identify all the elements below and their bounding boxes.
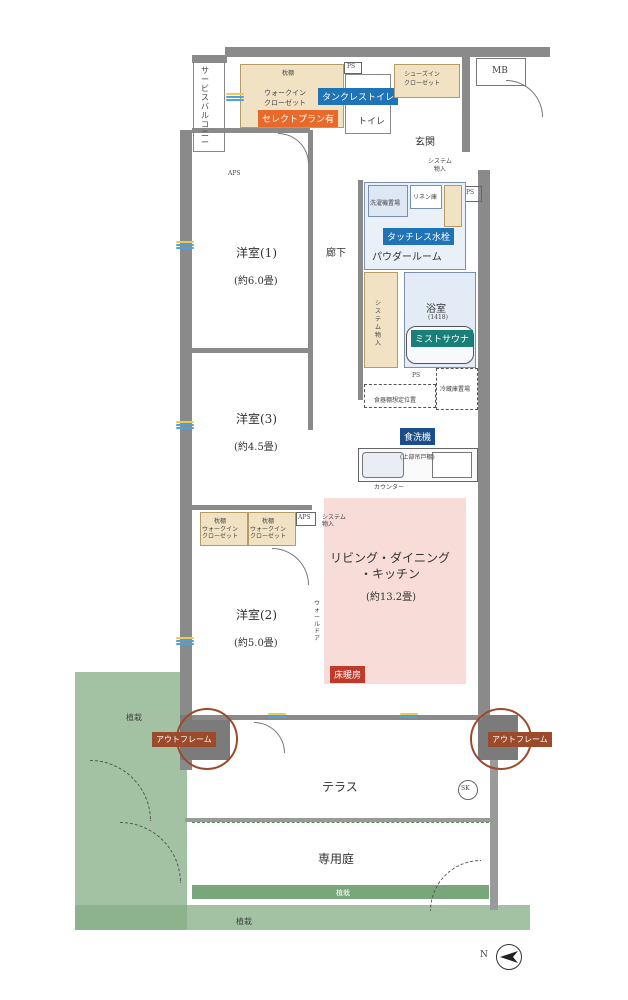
walk-in-closet-top-label: ウォークイン クローゼット	[264, 89, 306, 107]
private-garden-label: 専用庭	[318, 852, 355, 866]
airflow-icon-terrace-left	[268, 712, 286, 724]
ps-right-label: PS	[466, 189, 475, 196]
compass-icon	[496, 944, 522, 970]
aps-top-label: APS	[228, 170, 241, 177]
right-lower-wall	[490, 760, 498, 910]
entrance-label: 玄関	[415, 137, 435, 148]
laundry-label: 洗濯機置場	[370, 200, 401, 207]
western-room-3-label: 洋室(3)	[236, 412, 277, 426]
powder-room-label: パウダールーム	[372, 252, 442, 263]
cooktop	[432, 452, 472, 478]
western-room-2-size: (約5.0畳)	[234, 638, 278, 649]
wall-corridor-left	[308, 130, 313, 430]
outer-wall-left	[180, 130, 192, 770]
shelf-mid-label: 枕棚	[262, 518, 275, 525]
linen-closet-small	[444, 185, 462, 227]
wall-corridor-right	[358, 180, 363, 400]
linen-storage	[410, 185, 442, 209]
wall-room1-bottom	[192, 348, 312, 353]
outer-wall-right	[478, 170, 490, 730]
laundry-place	[368, 185, 408, 217]
system-storage-corridor-label: システム物入	[375, 300, 382, 347]
wall-top-rooms	[192, 128, 310, 133]
aps-mid-label: APS	[298, 514, 311, 521]
wall-ldk-bottom	[192, 715, 482, 720]
terrace-rail-bottom	[185, 818, 495, 822]
western-room-3-size: (約4.5畳)	[234, 442, 278, 453]
sk-label: SK	[461, 785, 470, 792]
north-label: N	[480, 950, 488, 960]
airflow-icon-room3	[176, 420, 194, 432]
mb-label: MB	[492, 66, 508, 76]
ldk-size: (約13.2畳)	[366, 592, 417, 603]
mist-sauna-badge: ミストサウナ	[411, 330, 474, 347]
door-room2	[272, 548, 309, 585]
shelf-label-top: 枕棚	[282, 70, 295, 77]
fridge-label: 冷蔵庫置場	[440, 386, 471, 393]
service-balcony-label: サービスバルコニー	[201, 66, 209, 147]
cupboard-place	[364, 384, 436, 408]
terrace-label: テラス	[322, 780, 358, 794]
airflow-icon-room2	[176, 636, 194, 648]
entrance-wall-right	[462, 57, 470, 152]
airflow-icon-closet	[226, 92, 244, 104]
ldk-label: リビング・ダイニング ・キッチン	[330, 551, 451, 581]
door-entrance	[506, 80, 543, 117]
tankless-toilet-badge: タンクレストイレ	[318, 88, 399, 105]
walk-in-closet-left	[200, 512, 248, 546]
ps-top	[344, 62, 362, 74]
garden-planting-strip	[192, 885, 489, 899]
toilet-label: トイレ	[358, 117, 386, 127]
aps-mid-box	[296, 512, 316, 526]
upper-cabinet-label: (上部吊戸棚)	[400, 454, 435, 461]
system-storage-ldk-label: システム 物入	[322, 514, 346, 528]
ps-top-label: PS	[347, 63, 356, 70]
airflow-icon-terrace-right	[400, 712, 418, 724]
dishwasher-badge: 食洗機	[400, 428, 436, 445]
planting-garden-label: 植栽	[336, 889, 350, 897]
outframe-left-badge: アウトフレーム	[152, 732, 216, 747]
service-balcony	[193, 62, 225, 152]
outframe-right-badge: アウトフレーム	[488, 732, 552, 747]
door-room1	[278, 133, 309, 164]
sk-fixture	[458, 780, 478, 800]
kitchen-sink	[362, 452, 404, 478]
shoes-in-closet	[394, 64, 460, 98]
touchless-faucet-badge: タッチレス水栓	[383, 228, 455, 245]
bath-label: 浴室	[426, 304, 446, 315]
service-balcony-wall	[192, 55, 227, 63]
airflow-icon-room1	[176, 240, 194, 252]
walk-in-closet-left-label: ウォークイン クローゼット	[202, 526, 239, 540]
mb-box	[476, 58, 526, 86]
linen-label: リネン庫	[413, 194, 438, 201]
shelf-left-label: 枕棚	[214, 518, 227, 525]
bath-size-label: (1418)	[428, 314, 448, 321]
planting-left-label: 植栽	[126, 713, 142, 722]
top-right-wall	[475, 47, 550, 57]
outer-wall-top	[225, 47, 475, 57]
planting-bottom-label: 植栽	[236, 917, 252, 926]
floor-heating-badge: 床暖房	[330, 666, 366, 683]
walk-in-closet-mid	[248, 512, 296, 546]
walk-in-closet-mid-label: ウォークイン クローゼット	[250, 526, 287, 540]
select-plan-badge: セレクトプラン有	[258, 110, 339, 127]
ldk-highlight	[324, 498, 466, 684]
fridge-place	[436, 368, 478, 410]
western-room-1-size: (約6.0畳)	[234, 276, 278, 287]
system-storage-corridor	[364, 272, 398, 368]
system-storage-entrance-label: システム 物入	[428, 158, 452, 173]
western-room-2-label: 洋室(2)	[236, 608, 277, 622]
wall-room3-bottom	[192, 505, 312, 510]
western-room-1-label: 洋室(1)	[236, 246, 277, 260]
door-terrace	[254, 722, 285, 753]
cupboard-label: 食器棚想定位置	[374, 397, 417, 404]
shoes-in-closet-label: シューズイン クローゼット	[404, 71, 441, 87]
wall-door-label: ウォールドア	[314, 600, 321, 642]
counter-label: カウンター	[374, 484, 405, 491]
ps-mid-label: PS	[412, 372, 421, 379]
corridor-label: 廊下	[326, 248, 346, 259]
